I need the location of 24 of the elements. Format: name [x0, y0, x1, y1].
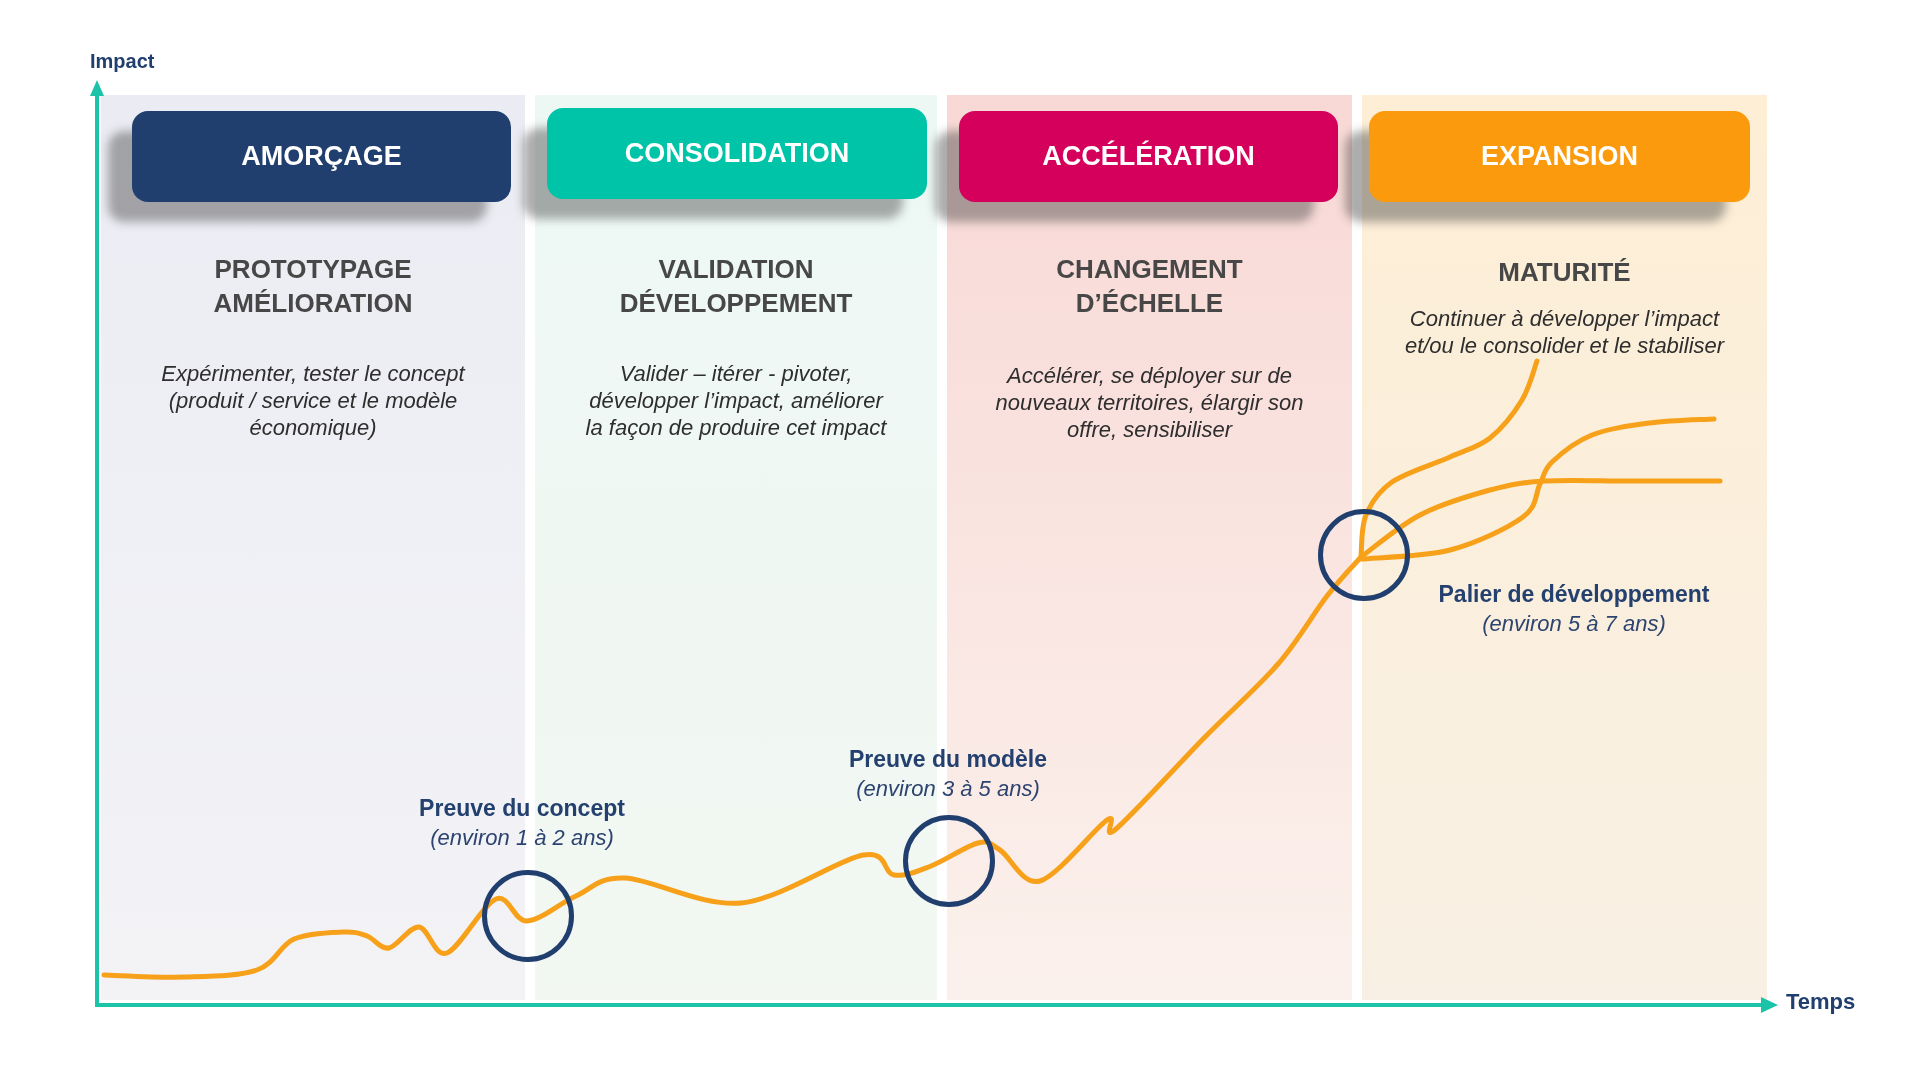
stage-header: AMORÇAGE	[132, 111, 511, 202]
milestone-duration: (environ 3 à 5 ans)	[856, 775, 1040, 803]
milestone-circle	[482, 870, 574, 962]
stage-band	[1362, 95, 1767, 1000]
stage-subtitle: PROTOTYPAGE AMÉLIORATION	[213, 253, 413, 320]
milestone-duration: (environ 5 à 7 ans)	[1482, 610, 1666, 638]
axis-label: Temps	[1786, 988, 1856, 1016]
milestone-circle	[1318, 509, 1410, 601]
milestone-duration: (environ 1 à 2 ans)	[430, 824, 614, 852]
milestone-title: Palier de développement	[1438, 580, 1710, 609]
milestone-title: Preuve du modèle	[848, 745, 1048, 774]
stage-description: Expérimenter, tester le concept (produit / service et le modèle économique)	[160, 360, 467, 441]
stage-subtitle: VALIDATION DÉVELOPPEMENT	[619, 253, 853, 320]
stage-description: Continuer à développer l’impact et/ou le consolider et le stabiliser	[1403, 305, 1726, 359]
milestone-circle	[903, 815, 995, 907]
milestone-title: Preuve du concept	[419, 794, 625, 823]
stage-header: EXPANSION	[1369, 111, 1750, 202]
stage-header: CONSOLIDATION	[547, 108, 927, 199]
stage-description: Valider – itérer - pivoter, développer l’impact, améliorer la façon de produire cet impact	[584, 360, 888, 441]
axis-label: Impact	[90, 49, 155, 74]
stage-header: ACCÉLÉRATION	[959, 111, 1338, 202]
stage-subtitle: CHANGEMENT D’ÉCHELLE	[1056, 253, 1243, 320]
stage-subtitle: MATURITÉ	[1498, 256, 1631, 289]
stage-description: Accélérer, se déployer sur de nouveaux territoires, élargir son offre, sensibiliser	[994, 362, 1305, 443]
